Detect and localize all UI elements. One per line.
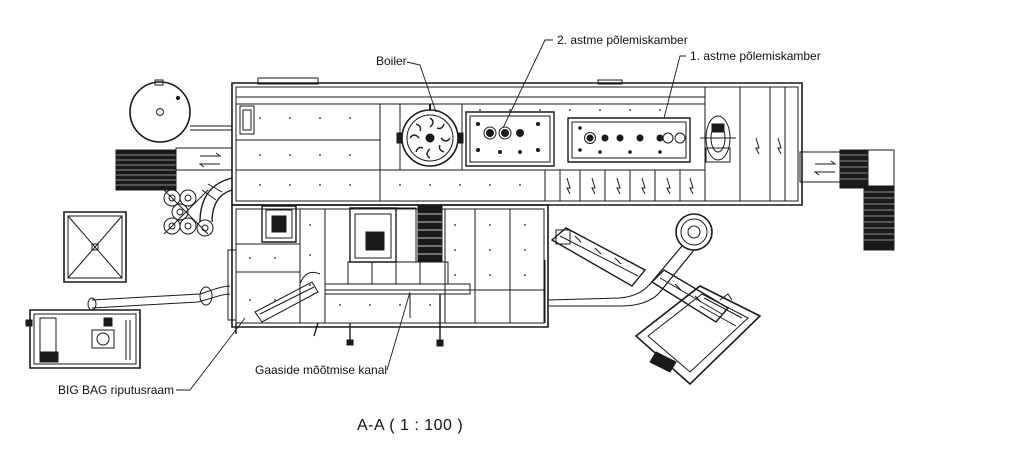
- panel-dots-lower: [249, 224, 526, 306]
- gas-measuring-channel: [236, 284, 470, 346]
- boiler: [397, 104, 463, 170]
- stage-1-combustion-chamber: [568, 118, 690, 162]
- burner-unit-right: [700, 116, 736, 162]
- inclined-conveyor-1: [552, 228, 645, 286]
- screw-conveyor-inside: [255, 272, 320, 322]
- feeder-bays-upper: [560, 87, 785, 201]
- label-stage-2-chamber: 2. astme põlemiskamber: [557, 33, 688, 47]
- label-boiler: Boiler: [376, 54, 407, 68]
- control-cabinet-left: [262, 206, 296, 242]
- duct-elbow-left: [200, 178, 232, 222]
- label-gas-measuring-channel: Gaaside mõõtmise kanal: [255, 363, 388, 377]
- big-bag-frame-top: [64, 212, 126, 282]
- section-caption: A-A ( 1 : 100 ): [357, 417, 464, 434]
- label-stage-1-chamber: 1. astme põlemiskamber: [690, 49, 821, 63]
- cyclone-separator: [548, 214, 712, 306]
- leader-lines: [176, 40, 686, 390]
- big-bag-frame: [26, 310, 140, 368]
- label-big-bag-frame: BIG BAG riputusraam: [58, 383, 175, 397]
- stage-2-combustion-chamber: [466, 112, 554, 166]
- cylindrical-tank: [130, 80, 232, 142]
- feeder-hopper-right: [636, 286, 760, 384]
- stair-left: [116, 148, 232, 190]
- main-container-upper: [232, 78, 802, 205]
- fan-assembly-left: [164, 190, 213, 236]
- feed-pipe-left: [88, 286, 230, 310]
- filter-bag-stack: [240, 106, 254, 134]
- central-machine-block: [348, 206, 448, 284]
- main-container-lower: [228, 205, 548, 327]
- stair-right: [800, 150, 894, 250]
- panel-dots-upper: [259, 109, 661, 186]
